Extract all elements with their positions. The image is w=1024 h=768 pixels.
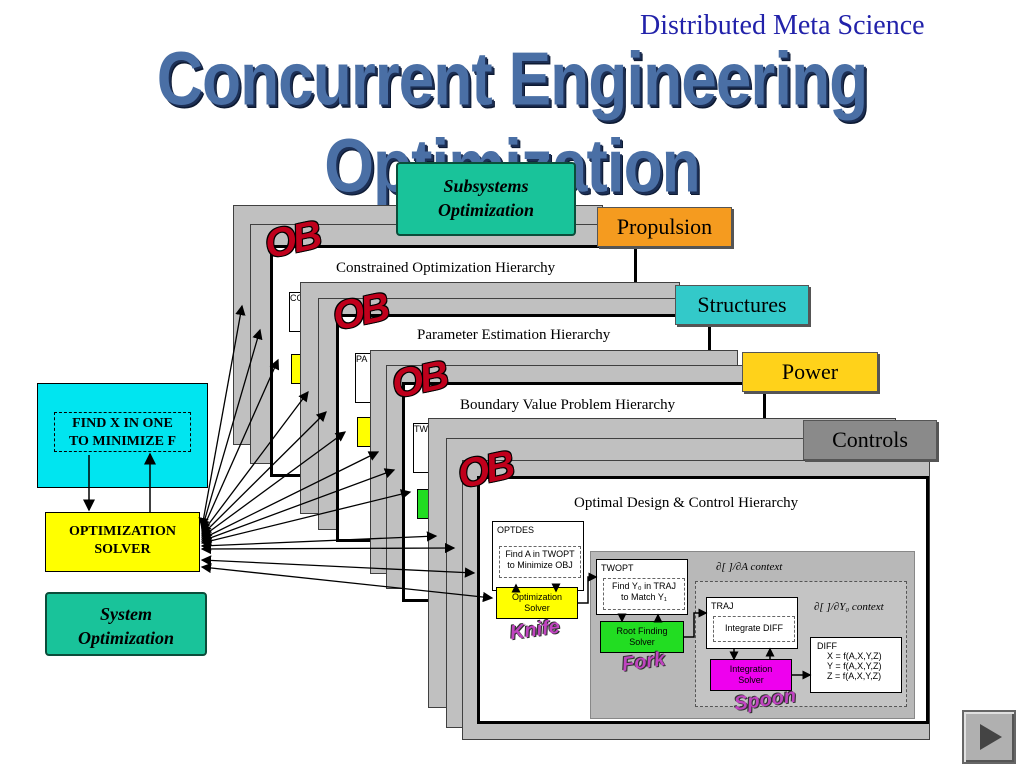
hierarchy-title-boundary: Boundary Value Problem Hierarchy <box>460 397 676 413</box>
hierarchy-title-constrained: Constrained Optimization Hierarchy <box>336 260 556 276</box>
traj-task: Integrate DIFF <box>713 616 795 642</box>
traj-box: TRAJ Integrate DIFF <box>706 597 798 649</box>
optdes-title: OPTDES <box>497 525 535 535</box>
hierarchy-title-parameter: Parameter Estimation Hierarchy <box>417 327 611 343</box>
system-optimization-scroll: System Optimization <box>45 592 207 656</box>
arrow-root-traj <box>684 608 708 638</box>
subsystems-label-2: Optimization <box>437 200 535 220</box>
conn-9 <box>200 489 412 546</box>
system-label-2: Optimization <box>77 628 175 648</box>
conn-6 <box>200 431 347 538</box>
context-label-dy0: ∂[ ]/∂Y₀ context <box>814 601 884 613</box>
conn-11 <box>200 542 456 555</box>
conn-8 <box>200 468 396 543</box>
tab-controls[interactable]: Controls <box>803 420 937 460</box>
tab-propulsion[interactable]: Propulsion <box>597 207 732 247</box>
context-label-da: ∂[ ]/∂A context <box>716 561 783 573</box>
twopt-title: TWOPT <box>601 563 634 573</box>
conn-7 <box>200 451 380 540</box>
conn-10 <box>200 531 438 551</box>
hierarchy-title-optimal: Optimal Design & Control Hierarchy <box>574 495 799 511</box>
diff-box: DIFF X = f(A,X,Y,Z) Y = f(A,X,Y,Z) Z = f… <box>810 637 902 693</box>
conn-3 <box>200 358 280 533</box>
arrow-opt-to-twopt <box>578 572 598 604</box>
subsystems-label-1: Subsystems <box>443 176 529 196</box>
diff-eq-y: Y = f(A,X,Y,Z) <box>827 661 882 671</box>
hierarchy-card-optimal[interactable]: Optimal Design & Control Hierarchy ∂[ ]/… <box>477 476 929 724</box>
diff-title: DIFF <box>817 641 837 651</box>
next-slide-button[interactable] <box>962 710 1016 764</box>
tab-structures[interactable]: Structures <box>675 285 809 325</box>
detail-arrows <box>511 572 812 680</box>
play-triangle-icon <box>980 724 1002 750</box>
conn-1 <box>198 304 246 529</box>
diff-eq-x: X = f(A,X,Y,Z) <box>827 651 882 661</box>
system-label-1: System <box>100 604 152 624</box>
page-title: Concurrent Engineering Optimization <box>156 35 869 208</box>
tab-power[interactable]: Power <box>742 352 878 392</box>
subsystems-optimization-scroll: Subsystems Optimization <box>396 162 576 236</box>
conn-2 <box>199 328 263 531</box>
traj-title: TRAJ <box>711 601 734 611</box>
conn-13 <box>200 562 494 603</box>
header-subtitle: Distributed Meta Science <box>640 10 925 41</box>
diff-eq-z: Z = f(A,X,Y,Z) <box>827 671 882 681</box>
